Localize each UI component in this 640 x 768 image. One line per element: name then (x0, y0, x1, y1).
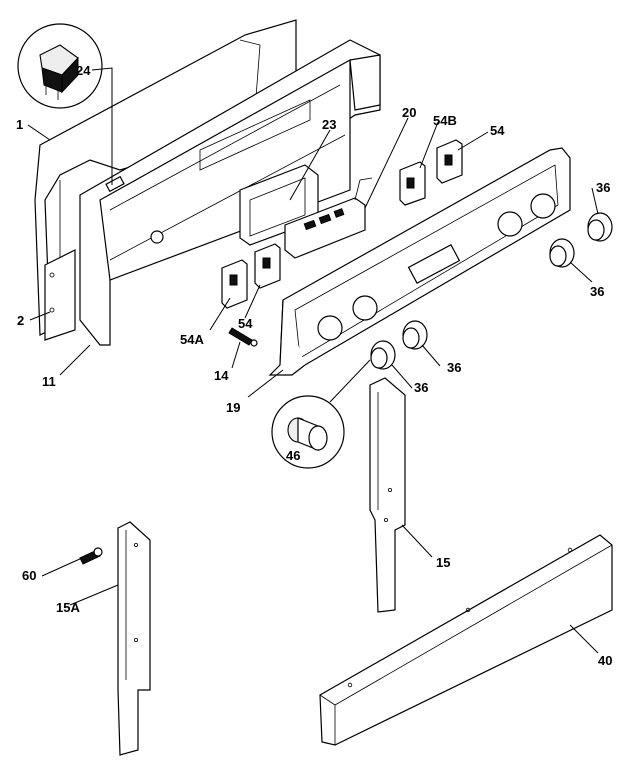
label-14: 14 (214, 368, 229, 383)
label-15: 15 (436, 555, 450, 570)
screw-part-60 (79, 547, 103, 565)
bracket-part-2 (44, 249, 76, 341)
knob-part-36-right-upper (587, 212, 613, 242)
knob-part-36-lower (370, 340, 396, 370)
knob-part-36-middle (402, 320, 428, 350)
label-19: 19 (226, 400, 240, 415)
control-panel-part-19 (268, 147, 571, 376)
label-1: 1 (16, 117, 23, 132)
label-15A: 15A (56, 600, 80, 615)
part-labels: 24 1 2 11 23 20 54B 54 36 36 36 36 54 54… (16, 63, 612, 668)
label-46: 46 (286, 448, 300, 463)
trim-bar-part-40 (319, 534, 613, 746)
switch-part-54A (221, 259, 248, 309)
screw-part-14 (228, 327, 258, 347)
rocker-switch-inset-part-24 (17, 23, 103, 109)
leader-lines (27, 67, 599, 654)
knob-inset-part-46 (271, 359, 371, 469)
label-11: 11 (42, 374, 56, 389)
clock-board-part-20 (284, 177, 373, 259)
label-54A: 54A (180, 332, 204, 347)
label-36-d: 36 (414, 380, 428, 395)
label-36-b: 36 (590, 284, 604, 299)
side-trim-part-15 (369, 377, 406, 613)
label-20: 20 (402, 105, 416, 120)
label-36-c: 36 (447, 360, 461, 375)
label-54B: 54B (433, 113, 457, 128)
switch-part-54-middle (254, 243, 281, 289)
label-36-a: 36 (596, 180, 610, 195)
side-trim-part-15A (117, 521, 151, 756)
label-40: 40 (598, 653, 612, 668)
backguard-housing-part-11 (79, 39, 381, 346)
switch-part-54B (399, 161, 426, 206)
label-54-middle: 54 (238, 316, 253, 331)
label-54-upper: 54 (490, 123, 505, 138)
knob-part-36-right-lower (549, 238, 575, 268)
label-60: 60 (22, 568, 36, 583)
label-24: 24 (76, 63, 91, 78)
label-2: 2 (17, 313, 24, 328)
label-23: 23 (322, 117, 336, 132)
switch-part-54-upper (436, 139, 463, 184)
